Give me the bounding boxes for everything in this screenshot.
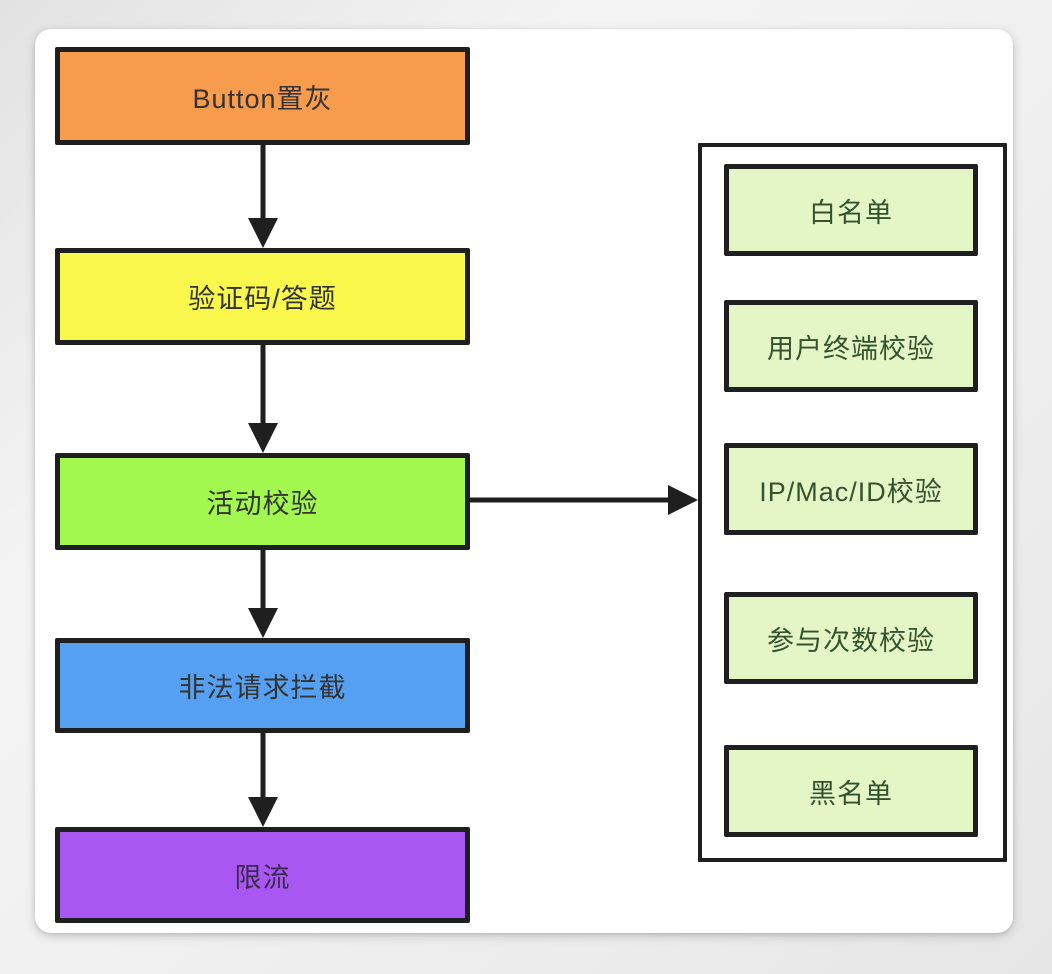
flow-node-label: 验证码/答题 bbox=[188, 284, 337, 314]
check-node-label: IP/Mac/ID校验 bbox=[759, 476, 943, 507]
check-node-label: 黑名单 bbox=[809, 778, 893, 809]
flow-node-button-grey: Button置灰 bbox=[55, 47, 470, 145]
check-node-ip-mac-id-check: IP/Mac/ID校验 bbox=[724, 443, 978, 535]
flow-node-label: 限流 bbox=[234, 862, 291, 893]
flow-node-label: 活动校验 bbox=[206, 489, 319, 519]
check-node-whitelist: 白名单 bbox=[724, 164, 978, 256]
check-node-terminal-check: 用户终端校验 bbox=[724, 300, 978, 392]
check-node-label: 用户终端校验 bbox=[767, 333, 935, 364]
flow-node-rate-limit: 限流 bbox=[55, 827, 470, 923]
flow-node-captcha-quiz: 验证码/答题 bbox=[55, 248, 470, 345]
flow-node-illegal-intercept: 非法请求拦截 bbox=[55, 638, 470, 733]
check-node-label: 白名单 bbox=[809, 197, 893, 228]
flow-node-activity-check: 活动校验 bbox=[55, 453, 470, 550]
check-node-attempts-check: 参与次数校验 bbox=[724, 592, 978, 684]
check-node-blacklist: 黑名单 bbox=[724, 745, 978, 837]
flow-node-label: Button置灰 bbox=[192, 83, 333, 114]
check-node-label: 参与次数校验 bbox=[767, 625, 935, 656]
flow-node-label: 非法请求拦截 bbox=[178, 673, 347, 703]
